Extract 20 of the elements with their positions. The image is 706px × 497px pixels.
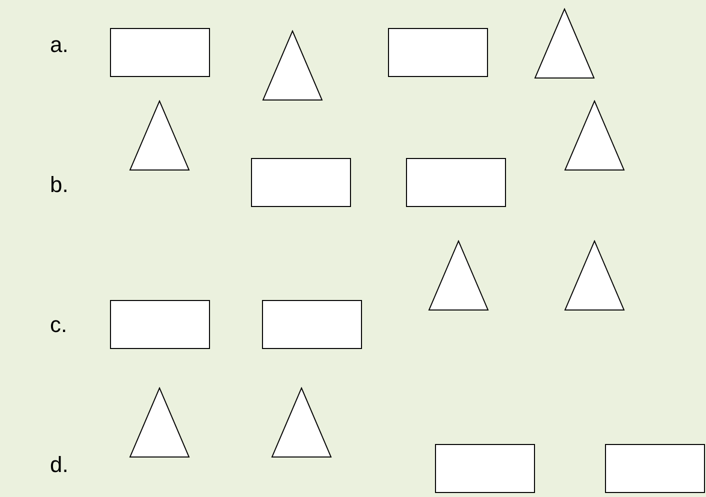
empty-triangle: [262, 30, 323, 101]
empty-rectangle: [262, 300, 362, 349]
empty-triangle: [129, 100, 190, 171]
empty-triangle: [564, 240, 625, 311]
empty-rectangle: [406, 158, 506, 207]
empty-rectangle: [605, 444, 705, 493]
empty-rectangle: [388, 28, 488, 77]
empty-rectangle: [110, 28, 210, 77]
empty-rectangle: [251, 158, 351, 207]
row-letter: a.: [50, 31, 68, 59]
row-letter: c.: [50, 311, 68, 339]
empty-triangle: [428, 240, 489, 311]
empty-triangle: [564, 100, 625, 171]
empty-triangle: [271, 387, 332, 458]
empty-triangle: [129, 387, 190, 458]
row-letter: b.: [50, 171, 68, 199]
empty-triangle: [534, 8, 595, 79]
empty-rectangle: [110, 300, 210, 349]
row-letter: d.: [50, 451, 68, 479]
empty-rectangle: [435, 444, 535, 493]
